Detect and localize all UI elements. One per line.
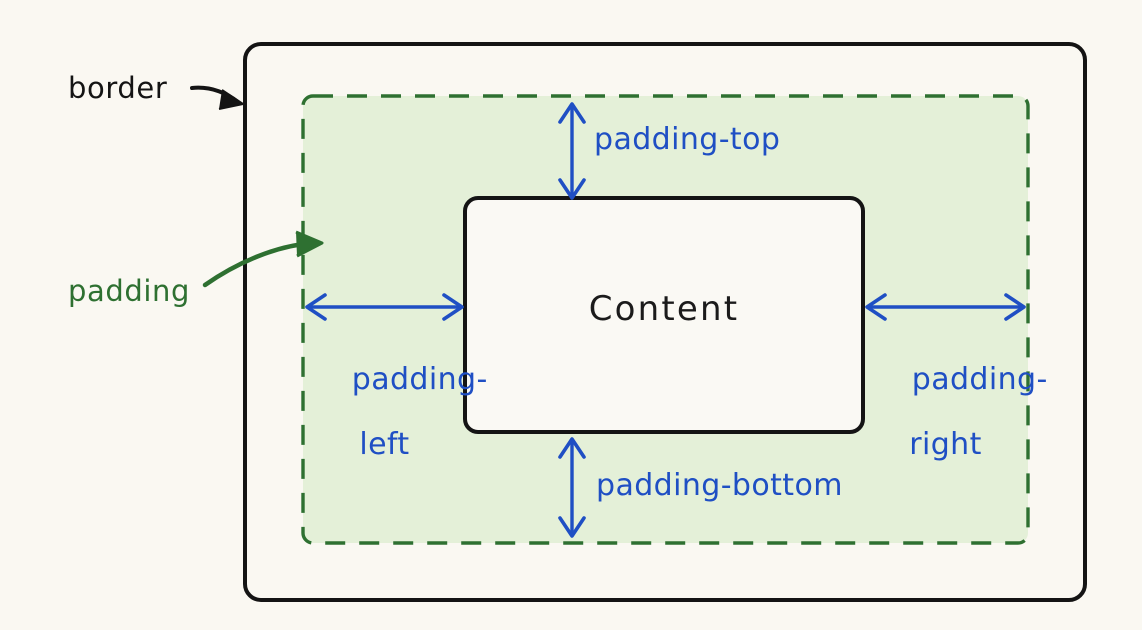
- border-callout-arrow: [190, 85, 244, 110]
- padding-bottom-label: padding-bottom: [596, 468, 843, 503]
- padding-top-label: padding-top: [594, 122, 781, 157]
- padding-left-label: padding- left: [312, 332, 488, 526]
- padding-callout-arrow: [202, 230, 324, 288]
- padding-right-arrow: [865, 293, 1026, 321]
- padding-right-label-line2: right: [909, 427, 982, 463]
- padding-top-arrow: [558, 102, 586, 200]
- padding-bottom-arrow: [558, 437, 586, 538]
- border-box: [243, 42, 1087, 602]
- padding-left-label-line2: left: [359, 427, 410, 463]
- padding-right-label-line1: padding-: [911, 362, 1048, 398]
- padding-left-label-line1: padding-: [351, 362, 488, 398]
- padding-right-label: padding- right: [872, 332, 1047, 526]
- padding-label: padding: [68, 274, 191, 308]
- padding-left-arrow: [305, 293, 464, 321]
- border-label: border: [68, 71, 168, 105]
- content-label: Content: [588, 289, 740, 329]
- content-box: [463, 196, 865, 434]
